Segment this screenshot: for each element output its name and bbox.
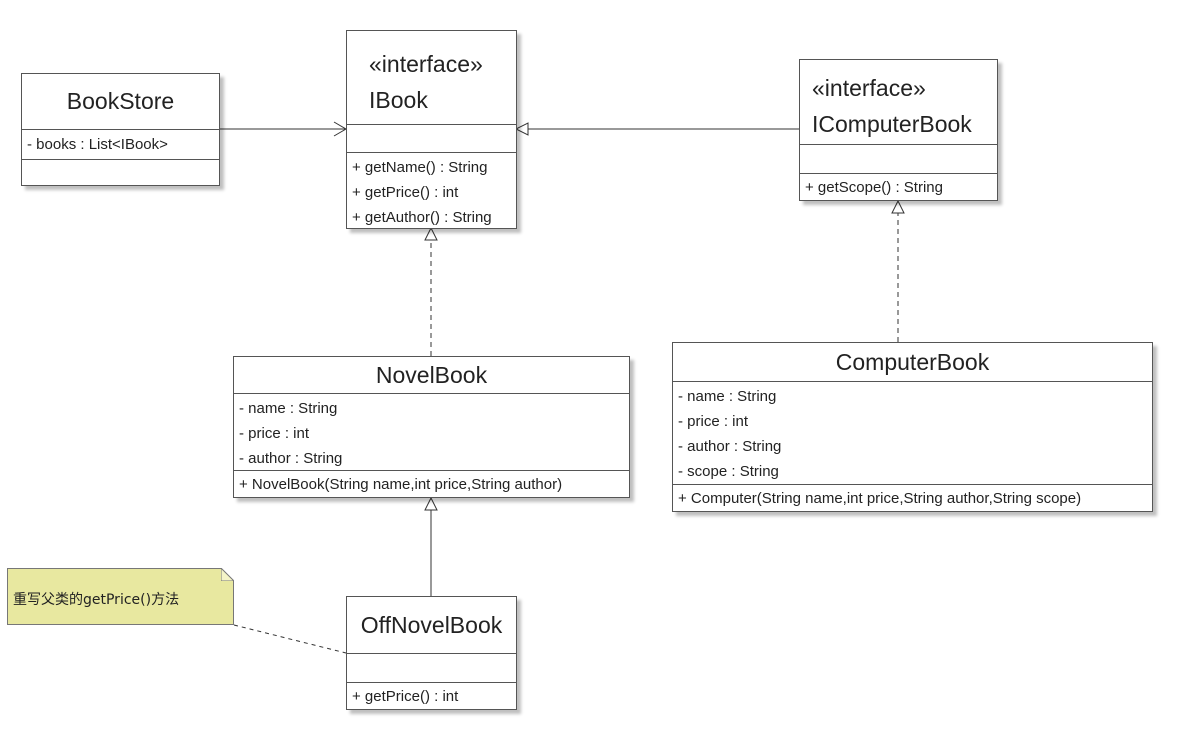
- class-computerbook[interactable]: ComputerBook - name : String - price : i…: [672, 342, 1153, 512]
- attribute: - name : String: [678, 388, 777, 405]
- class-header: «interface» IBook: [347, 31, 516, 125]
- class-bookstore[interactable]: BookStore - books : List<IBook>: [21, 73, 220, 186]
- operations-section: + NovelBook(String name,int price,String…: [234, 470, 629, 499]
- class-name: IBook: [369, 87, 428, 113]
- generalization-arrowhead-offnovelbook: [424, 496, 438, 511]
- class-header: BookStore: [22, 74, 219, 130]
- class-name: IComputerBook: [812, 111, 972, 137]
- note-text: 重写父类的getPrice()方法: [13, 592, 180, 608]
- attributes-section: - name : String - price : int - author :…: [673, 382, 1152, 484]
- class-name: OffNovelBook: [360, 611, 503, 638]
- class-header: NovelBook: [234, 357, 629, 394]
- attribute: - name : String: [239, 400, 338, 417]
- attribute: - author : String: [239, 450, 343, 467]
- class-novelbook[interactable]: NovelBook - name : String - price : int …: [233, 356, 630, 498]
- attribute: - scope : String: [678, 463, 779, 480]
- attributes-section: [347, 125, 516, 152]
- operation: + Computer(String name,int price,String …: [678, 490, 1082, 507]
- realization-arrowhead-computerbook: [891, 199, 905, 214]
- class-name: BookStore: [66, 88, 175, 114]
- note-fold-corner: [221, 568, 234, 581]
- realization-arrowhead-novelbook: [424, 226, 438, 241]
- class-name: ComputerBook: [835, 348, 990, 375]
- attributes-section: - books : List<IBook>: [22, 130, 219, 159]
- class-header: «interface» IComputerBook: [800, 60, 997, 145]
- operation: + getScope() : String: [805, 179, 943, 196]
- operation: + getPrice() : int: [352, 184, 459, 201]
- class-header: ComputerBook: [673, 343, 1152, 382]
- operations-section: [22, 159, 219, 185]
- operations-section: + getScope() : String: [800, 173, 997, 201]
- class-offnovelbook[interactable]: OffNovelBook + getPrice() : int: [346, 596, 517, 710]
- operation: + getAuthor() : String: [352, 209, 492, 226]
- operations-section: + Computer(String name,int price,String …: [673, 484, 1152, 512]
- class-name: NovelBook: [375, 361, 488, 388]
- interface-ibook[interactable]: «interface» IBook + getName() : String +…: [346, 30, 517, 229]
- interface-icomputerbook[interactable]: «interface» IComputerBook + getScope() :…: [799, 59, 998, 201]
- comment-note[interactable]: 重写父类的getPrice()方法: [7, 568, 234, 625]
- attributes-section: [800, 145, 997, 173]
- attribute: - price : int: [678, 413, 749, 430]
- operation: + getName() : String: [352, 159, 488, 176]
- note-anchor-line: [233, 624, 347, 654]
- attributes-section: [347, 654, 516, 682]
- operation: + NovelBook(String name,int price,String…: [239, 476, 563, 493]
- attribute: - author : String: [678, 438, 782, 455]
- generalization-arrowhead-icomputerbook: [514, 122, 529, 136]
- operations-section: + getPrice() : int: [347, 682, 516, 710]
- attribute: - books : List<IBook>: [27, 136, 168, 153]
- attributes-section: - name : String - price : int - author :…: [234, 394, 629, 470]
- class-header: OffNovelBook: [347, 597, 516, 654]
- operations-section: + getName() : String + getPrice() : int …: [347, 152, 516, 230]
- stereotype: «interface»: [812, 75, 926, 101]
- operation: + getPrice() : int: [352, 688, 459, 705]
- attribute: - price : int: [239, 425, 310, 442]
- stereotype: «interface»: [369, 51, 483, 77]
